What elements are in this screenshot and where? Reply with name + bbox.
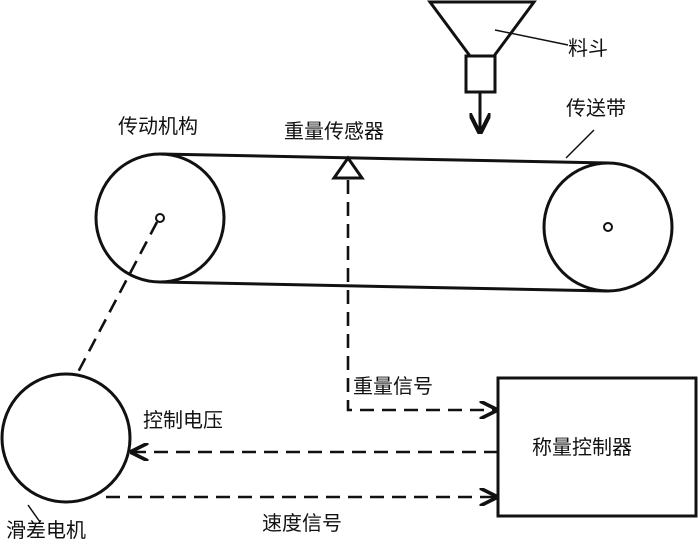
weighing-controller-label: 称量控制器	[532, 435, 632, 459]
drive-pulley	[94, 152, 226, 284]
tail-pulley	[542, 161, 674, 293]
drive-linkage-dashed	[74, 221, 159, 377]
weight-signal-label: 重量信号	[353, 374, 433, 398]
weight-sensor-label: 重量传感器	[284, 119, 384, 143]
drive-pulley-axle	[155, 213, 165, 223]
conveyor-belt-label: 传送带	[566, 96, 626, 120]
speed-signal-label: 速度信号	[262, 511, 342, 535]
transmission-label: 传动机构	[118, 114, 198, 138]
hopper-leader-line	[494, 29, 569, 46]
motor-leader-line	[27, 504, 41, 523]
belt-leader-line	[565, 129, 595, 159]
control-voltage-label: 控制电压	[143, 408, 223, 432]
hopper-label: 料斗	[568, 36, 608, 60]
weighing-controller-box	[496, 376, 698, 518]
belt-bottom	[159, 280, 609, 293]
slip-motor	[0, 372, 132, 504]
tail-pulley-axle	[603, 222, 613, 232]
weight-sensor	[331, 155, 365, 180]
hopper-funnel	[427, 0, 537, 58]
belt-top	[159, 152, 609, 165]
hopper	[427, 0, 569, 132]
conveyor	[94, 129, 674, 293]
slip-motor-label: 滑差电机	[6, 518, 86, 542]
hopper-outlet	[464, 54, 497, 94]
weight-signal-line	[346, 180, 496, 410]
